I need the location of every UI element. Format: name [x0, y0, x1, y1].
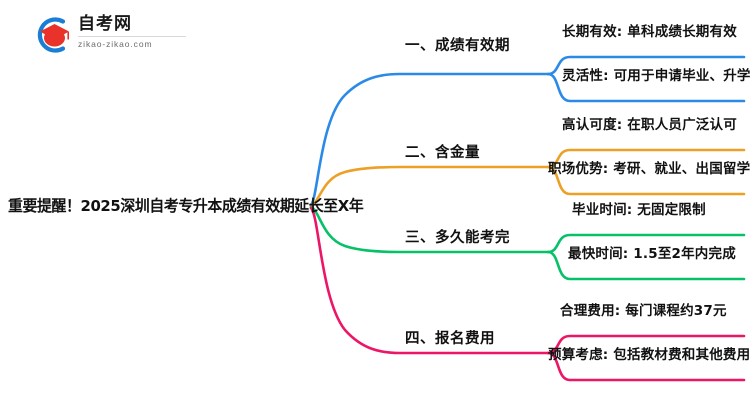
- branch-label-1[interactable]: 一、成绩有效期: [405, 38, 510, 54]
- mindmap-root-title: 重要提醒！2025深圳自考专升本成绩有效期延长至X年: [8, 197, 364, 215]
- branch-connector-4: [309, 206, 746, 382]
- branch-connector-3: [309, 205, 746, 281]
- site-logo[interactable]: 自考网 zikao-zikao.com: [30, 12, 190, 58]
- leaf-label-1-2[interactable]: 灵活性: 可用于申请毕业、升学: [562, 68, 750, 84]
- leaf-label-2-2[interactable]: 职场优势: 考研、就业、出国留学: [548, 161, 750, 177]
- branch-connector-2: [309, 148, 746, 208]
- leaf-label-4-2[interactable]: 预算考虑: 包括教材费和其他费用: [548, 347, 750, 363]
- branch-label-4[interactable]: 四、报名费用: [405, 331, 495, 347]
- leaf-label-4-1[interactable]: 合理费用: 每门课程约37元: [560, 303, 727, 319]
- branch-connector-1: [309, 55, 746, 207]
- logo-domain: zikao-zikao.com: [78, 39, 153, 49]
- leaf-label-1-1[interactable]: 长期有效: 单科成绩长期有效: [562, 24, 737, 40]
- logo-divider: [78, 36, 186, 37]
- logo-text-block: 自考网 zikao-zikao.com: [78, 14, 190, 49]
- logo-name: 自考网: [78, 14, 132, 34]
- graduation-cap-icon: [37, 17, 69, 53]
- leaf-label-3-1[interactable]: 毕业时间: 无固定限制: [572, 202, 706, 218]
- branch-label-2[interactable]: 二、含金量: [405, 145, 480, 161]
- leaf-label-3-2[interactable]: 最快时间: 1.5至2年内完成: [568, 246, 736, 262]
- branch-label-3[interactable]: 三、多久能考完: [405, 230, 510, 246]
- leaf-label-2-1[interactable]: 高认可度: 在职人员广泛认可: [562, 117, 737, 133]
